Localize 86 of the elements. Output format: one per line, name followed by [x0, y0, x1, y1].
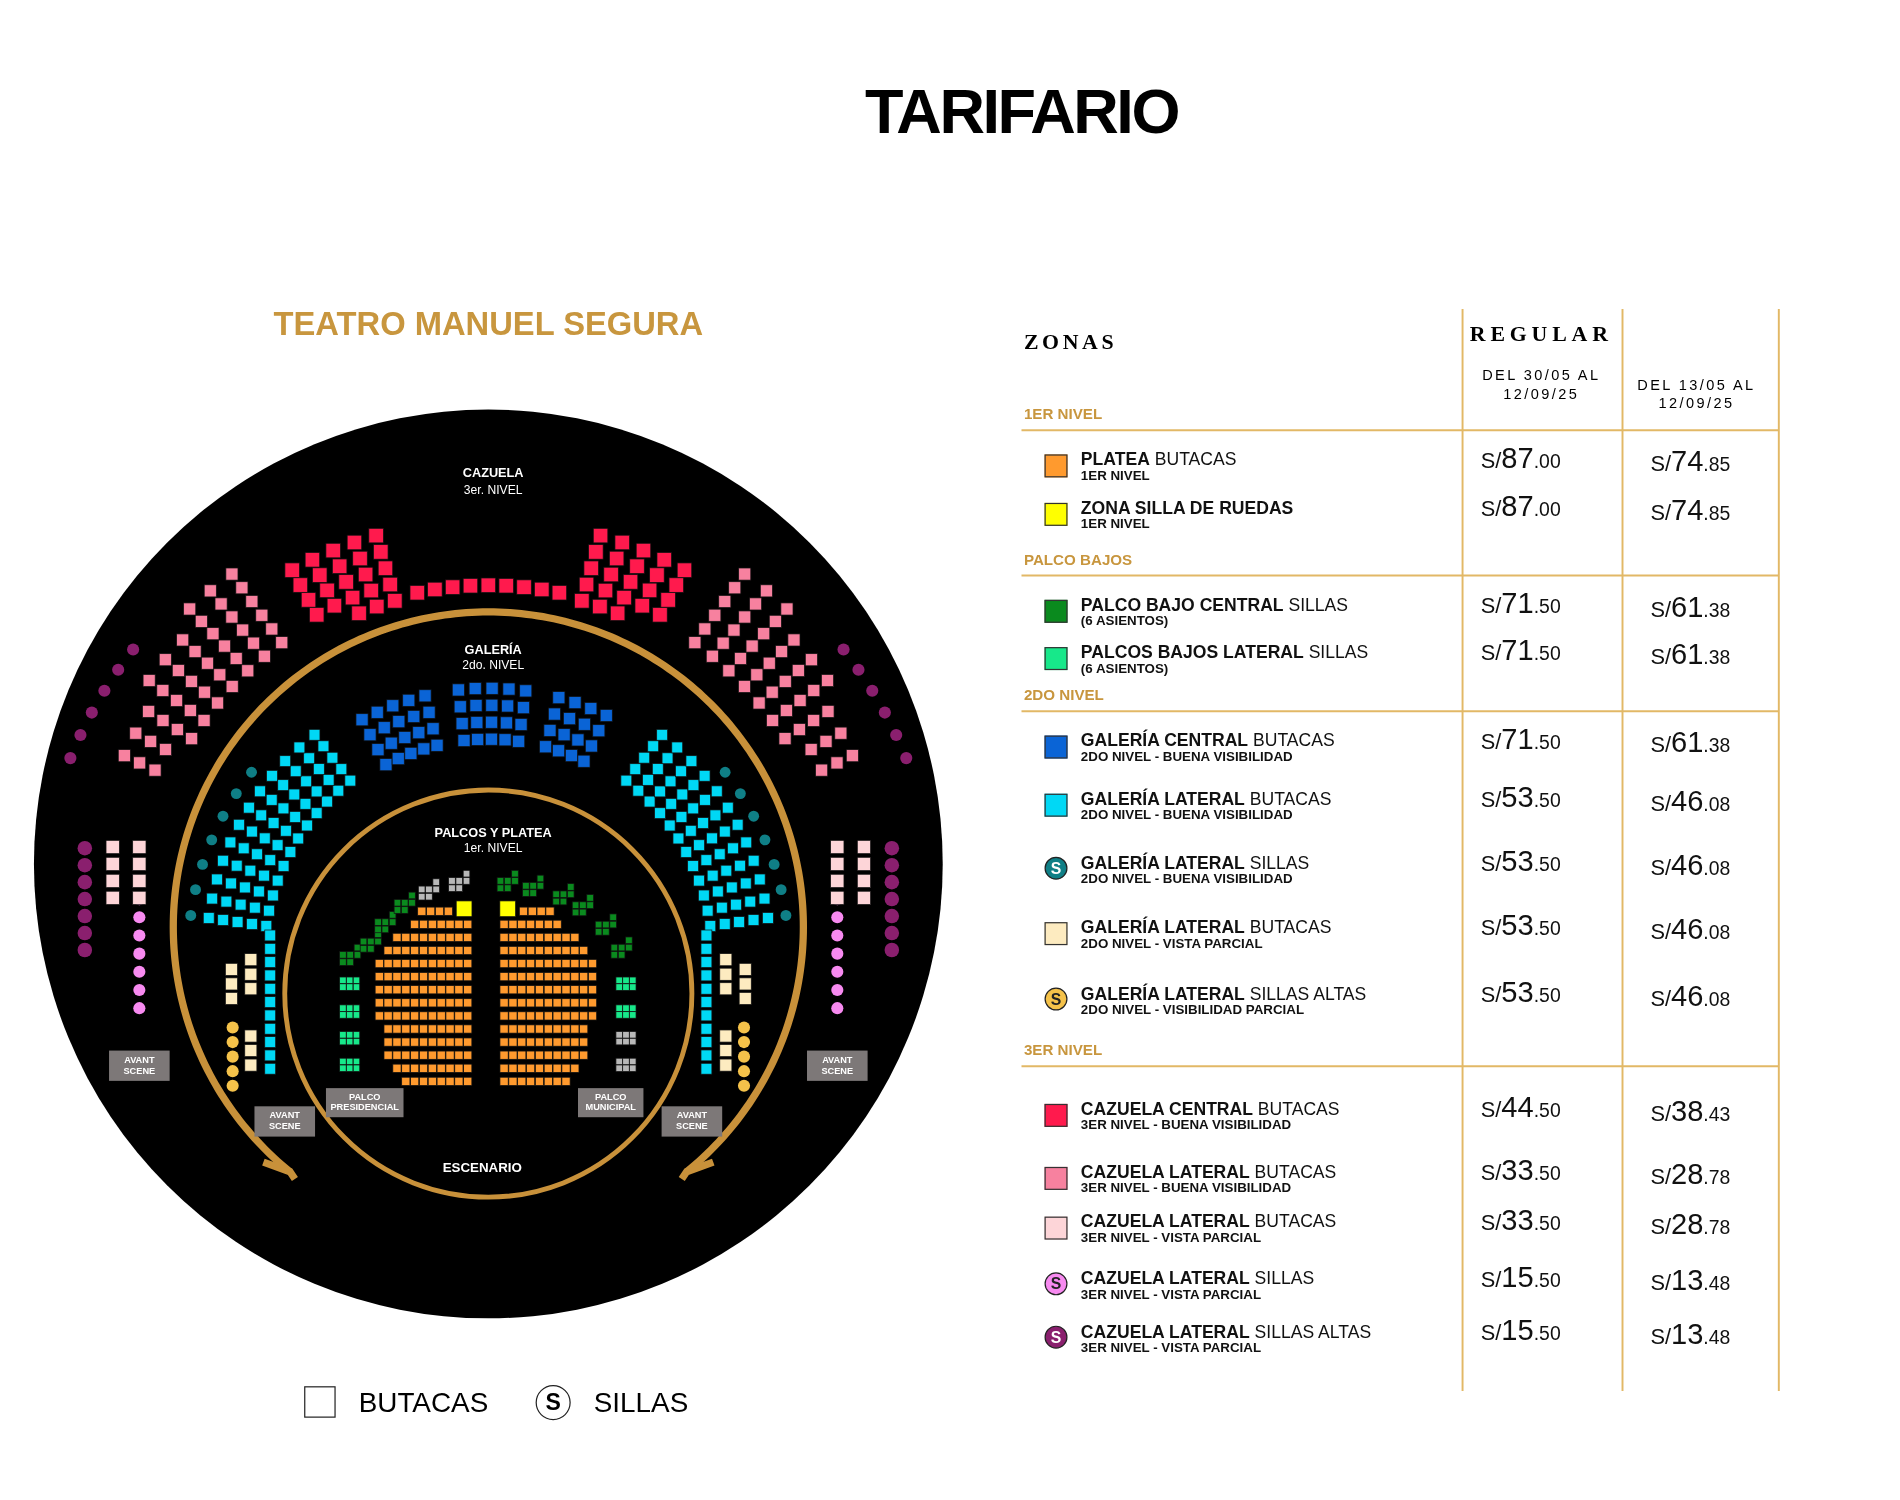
price: S/46.08 [1650, 912, 1731, 947]
zone-name: CAZUELA LATERAL SILLAS [1080, 1268, 1315, 1289]
seating-section-box: AVANT SCENE [661, 1106, 723, 1137]
price: S/44.50 [1480, 1090, 1561, 1125]
section-label: PALCOS Y PLATEA [434, 825, 552, 840]
price: S/46.08 [1650, 784, 1731, 818]
zone-name: PALCO BAJO CENTRAL SILLAS [1080, 594, 1349, 615]
zone-detail: 1ER NIVEL [1080, 516, 1150, 531]
zone-detail: 3ER NIVEL - VISTA PARCIAL [1080, 1229, 1262, 1245]
column-header: REGULAR [1469, 321, 1613, 348]
zone-name: GALERÍA CENTRAL BUTACAS [1080, 730, 1335, 751]
zone-name: GALERÍA LATERAL BUTACAS [1080, 788, 1332, 809]
seat-badge: S [1044, 1325, 1068, 1349]
zone-detail: 3ER NIVEL - VISTA PARCIAL [1080, 1286, 1262, 1302]
zone-name: GALERÍA LATERAL SILLAS ALTAS [1080, 983, 1367, 1004]
zone-detail: 2DO NIVEL - VISTA PARCIAL [1080, 935, 1263, 950]
seat-badge: S [1044, 1272, 1068, 1296]
date-range: DEL 13/05 AL 12/09/25 [1636, 376, 1757, 414]
section-label: GALERÍA [464, 642, 522, 657]
zone-detail: 3ER NIVEL - BUENA VISIBILIDAD [1080, 1180, 1292, 1195]
price: S/13.48 [1650, 1263, 1731, 1298]
price: S/87.00 [1480, 441, 1561, 475]
seat-symbol: S [535, 1385, 571, 1421]
price: S/38.43 [1650, 1094, 1731, 1129]
seating-section-box: AVANT SCENE [807, 1050, 868, 1081]
seating-section-box: AVANT SCENE [109, 1050, 170, 1081]
zone-name: PLATEA BUTACAS [1080, 449, 1237, 469]
price: S/28.78 [1650, 1157, 1731, 1192]
price: S/46.08 [1650, 848, 1731, 883]
zone-name: CAZUELA LATERAL BUTACAS [1080, 1162, 1337, 1182]
legend-label: SILLAS [593, 1386, 689, 1419]
price: S/15.50 [1480, 1260, 1561, 1295]
price: S/71.50 [1480, 722, 1561, 757]
zone-name: GALERÍA LATERAL BUTACAS [1080, 917, 1332, 937]
seating-section-box: PALCO MUNICIPAL [578, 1088, 644, 1118]
price: S/53.50 [1480, 780, 1561, 815]
column-header: ZONAS [1023, 329, 1118, 356]
price: S/71.50 [1480, 633, 1561, 668]
zone-name: ZONA SILLA DE RUEDAS [1080, 498, 1294, 518]
zone-detail: (6 ASIENTOS) [1080, 613, 1169, 628]
zone-detail: 1ER NIVEL [1080, 467, 1150, 483]
price: S/46.08 [1650, 979, 1731, 1013]
price: S/87.00 [1480, 489, 1561, 524]
section-label: 2do. NIVEL [462, 658, 525, 672]
zone-detail: 2DO NIVEL - BUENA VISIBILIDAD [1080, 871, 1293, 886]
zone-name: PALCOS BAJOS LATERAL SILLAS [1080, 642, 1369, 662]
price: S/33.50 [1480, 1203, 1561, 1238]
section-label: 1er. NIVEL [463, 841, 523, 855]
section-heading: PALCO BAJOS [1023, 551, 1133, 569]
price: S/15.50 [1480, 1313, 1561, 1348]
price: S/61.38 [1650, 637, 1731, 672]
zone-name: CAZUELA LATERAL BUTACAS [1080, 1211, 1337, 1232]
title: TARIFARIO [864, 75, 1178, 148]
zone-detail: 2DO NIVEL - BUENA VISIBILIDAD [1080, 807, 1293, 822]
zone-name: GALERÍA LATERAL SILLAS [1080, 853, 1310, 873]
section-heading: 1ER NIVEL [1023, 405, 1103, 423]
price: S/74.85 [1650, 444, 1731, 479]
price: S/53.50 [1480, 844, 1561, 879]
price: S/53.50 [1480, 975, 1561, 1010]
legend-label: BUTACAS [358, 1386, 489, 1419]
seat-badge: S [1044, 987, 1068, 1011]
price: S/13.48 [1650, 1317, 1731, 1352]
price: S/61.38 [1650, 590, 1731, 625]
section-heading: 2DO NIVEL [1023, 687, 1104, 704]
zone-name: CAZUELA CENTRAL BUTACAS [1080, 1099, 1340, 1119]
zone-detail: 3ER NIVEL - VISTA PARCIAL [1080, 1340, 1262, 1355]
price: S/33.50 [1480, 1153, 1561, 1188]
zone-detail: 2DO NIVEL - BUENA VISIBILIDAD [1080, 748, 1293, 764]
date-range: DEL 30/05 AL 12/09/25 [1481, 367, 1602, 404]
price: S/74.85 [1650, 493, 1731, 528]
price: S/53.50 [1480, 908, 1561, 943]
section-heading: 3ER NIVEL [1023, 1042, 1103, 1060]
zone-name: CAZUELA LATERAL SILLAS ALTAS [1080, 1322, 1372, 1342]
zone-detail: (6 ASIENTOS) [1080, 660, 1169, 675]
price: S/61.38 [1650, 725, 1731, 760]
seating-section-box: AVANT SCENE [254, 1106, 316, 1137]
section-label: CAZUELA [462, 465, 524, 480]
seat-badge: S [1044, 856, 1068, 880]
price: S/28.78 [1650, 1206, 1731, 1241]
price: S/71.50 [1480, 586, 1561, 621]
section-label: 3er. NIVEL [463, 482, 523, 497]
zone-detail: 2DO NIVEL - VISIBILIDAD PARCIAL [1080, 1002, 1305, 1017]
seating-section-box: PALCO PRESIDENCIAL [325, 1088, 404, 1118]
venue-name: TEATRO MANUEL SEGURA [273, 305, 704, 344]
zone-detail: 3ER NIVEL - BUENA VISIBILIDAD [1080, 1117, 1292, 1132]
section-label: ESCENARIO [442, 1159, 522, 1175]
